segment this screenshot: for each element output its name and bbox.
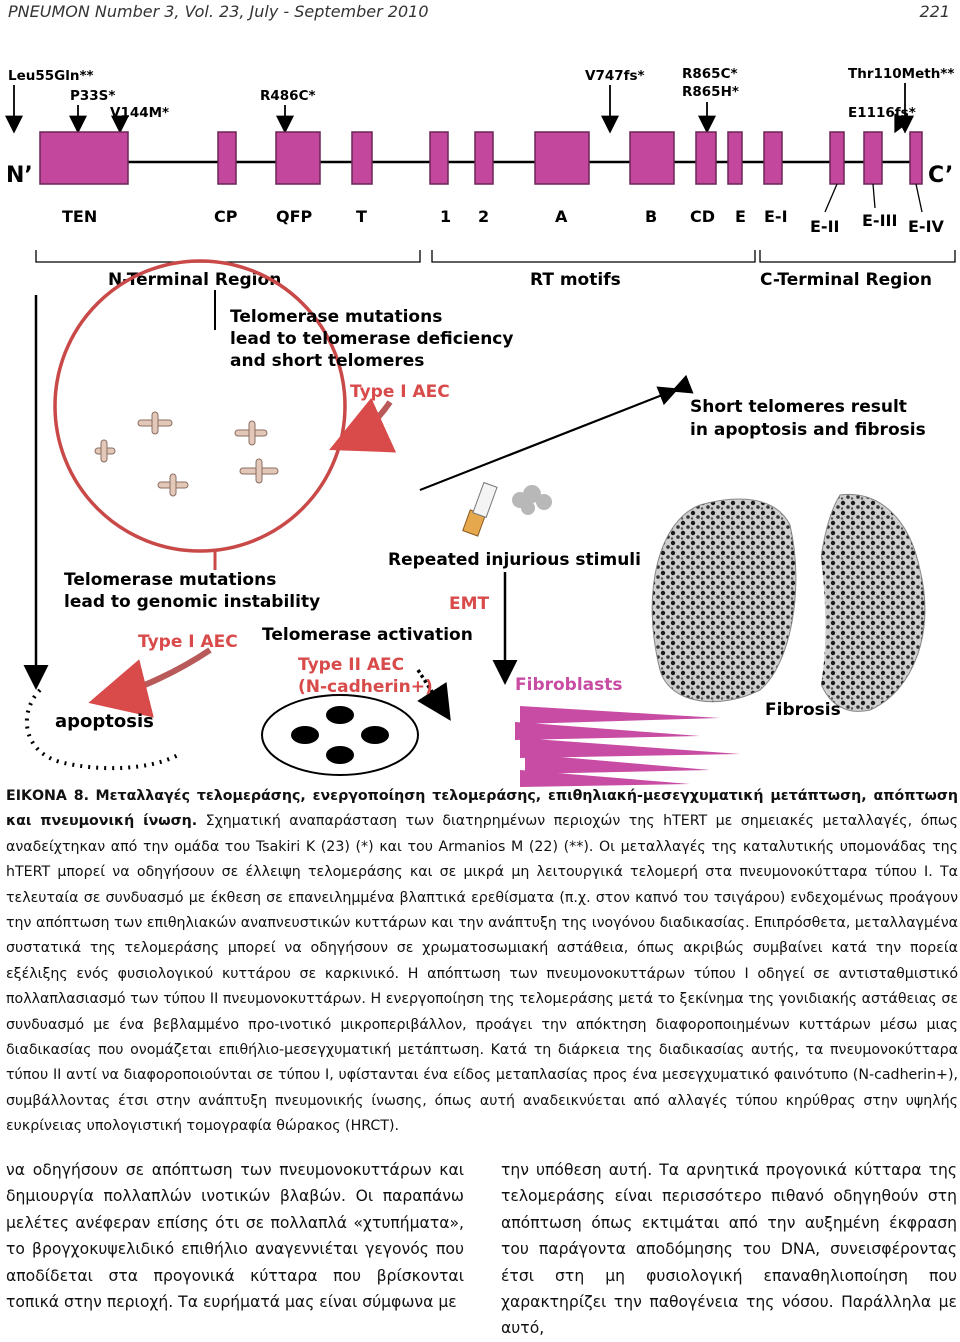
caption-title: Μεταλλαγές τελομεράσης, ενεργοποίηση τελ… — [6, 788, 958, 830]
label-type1-aec-bottom: Type I AEC — [138, 632, 238, 652]
n-terminus: N’ — [6, 163, 33, 188]
cigarette-icon — [462, 481, 498, 537]
label-repeated-stimuli: Repeated injurious stimuli — [388, 550, 641, 570]
label-emt: EMT — [449, 594, 490, 614]
label-type2-aec-1: Type II AEC — [298, 655, 404, 675]
mutation-leu55: Leu55Gln** — [8, 68, 94, 84]
domain-e: E — [735, 207, 746, 226]
label-genomic-instability-2: lead to genomic instability — [64, 592, 320, 612]
caption-body: Σχηματική αναπαράσταση των διατηρημένων … — [6, 813, 958, 1135]
mutation-v747fs: V747fs* — [585, 68, 645, 84]
mutation-p33s: P33S* — [70, 88, 115, 104]
label-telomerase-deficiency-1: Telomerase mutations — [230, 307, 442, 327]
domain-e3: E-III — [862, 211, 897, 230]
domain-cp: CP — [214, 207, 238, 226]
figure: Leu55Gln** P33S* V144M* R486C* V747fs* R… — [0, 50, 960, 790]
figure-caption: ΕΙΚΟΝΑ 8. Μεταλλαγές τελομεράσης, ενεργο… — [6, 784, 958, 1140]
domain-b: B — [645, 207, 657, 226]
mutation-r486c: R486C* — [260, 88, 316, 104]
domain-ten: TEN — [62, 207, 97, 226]
protein-domains — [39, 131, 923, 185]
caption-label: ΕΙΚΟΝΑ 8. — [6, 788, 90, 804]
label-telomerase-deficiency-2: lead to telomerase deficiency — [230, 329, 513, 349]
mutation-r865h: R865H* — [682, 84, 739, 100]
domain-cd: CD — [690, 207, 715, 226]
fibroblast-cells — [515, 706, 740, 787]
type2-cell-icon — [261, 694, 419, 776]
journal-title: PNEUMON Number 3, Vol. 23, July - Septem… — [8, 2, 429, 21]
body-column-left: να οδηγήσουν σε απόπτωση των πνευμονοκυτ… — [6, 1161, 464, 1312]
smoke-icon — [512, 485, 552, 515]
label-telomerase-deficiency-3: and short telomeres — [230, 351, 424, 371]
c-terminus: C’ — [928, 163, 953, 188]
region-c-terminal: C-Terminal Region — [760, 270, 932, 290]
running-header: PNEUMON Number 3, Vol. 23, July - Septem… — [8, 2, 950, 28]
lung-ct-image — [651, 493, 926, 712]
label-fibroblasts: Fibroblasts — [515, 675, 623, 695]
label-telomerase-activation: Telomerase activation — [262, 625, 473, 645]
label-type2-aec-2: (N-cadherin+) — [298, 677, 433, 697]
label-apoptosis: apoptosis — [55, 711, 154, 732]
domain-e1: E-I — [764, 207, 788, 226]
domain-a: A — [555, 207, 568, 226]
mutation-thr110: Thr110Meth** — [848, 66, 954, 82]
domain-e4: E-IV — [908, 217, 945, 236]
region-n-terminal: N-Terminal Region — [108, 270, 281, 290]
label-genomic-instability-1: Telomerase mutations — [64, 570, 276, 590]
domain-2: 2 — [478, 207, 489, 226]
domain-e2: E-II — [810, 217, 839, 236]
mutation-v144m: V144M* — [110, 105, 169, 121]
label-fibrosis: Fibrosis — [765, 700, 841, 720]
region-rt-motifs: RT motifs — [530, 270, 621, 290]
domain-1: 1 — [440, 207, 451, 226]
figure-diagram: Leu55Gln** P33S* V144M* R486C* V747fs* R… — [5, 66, 956, 787]
label-short-telomeres-2: in apoptosis and fibrosis — [690, 420, 926, 440]
body-column-right: την υπόθεση αυτή. Τα αρνητικά προγονικά … — [501, 1161, 957, 1338]
mutation-r865c: R865C* — [682, 66, 738, 82]
page-number: 221 — [919, 2, 950, 21]
label-type1-aec-top: Type I AEC — [350, 382, 450, 402]
label-short-telomeres-1: Short telomeres result — [690, 397, 907, 417]
domain-qfp: QFP — [276, 207, 313, 226]
domain-t: T — [356, 207, 367, 226]
